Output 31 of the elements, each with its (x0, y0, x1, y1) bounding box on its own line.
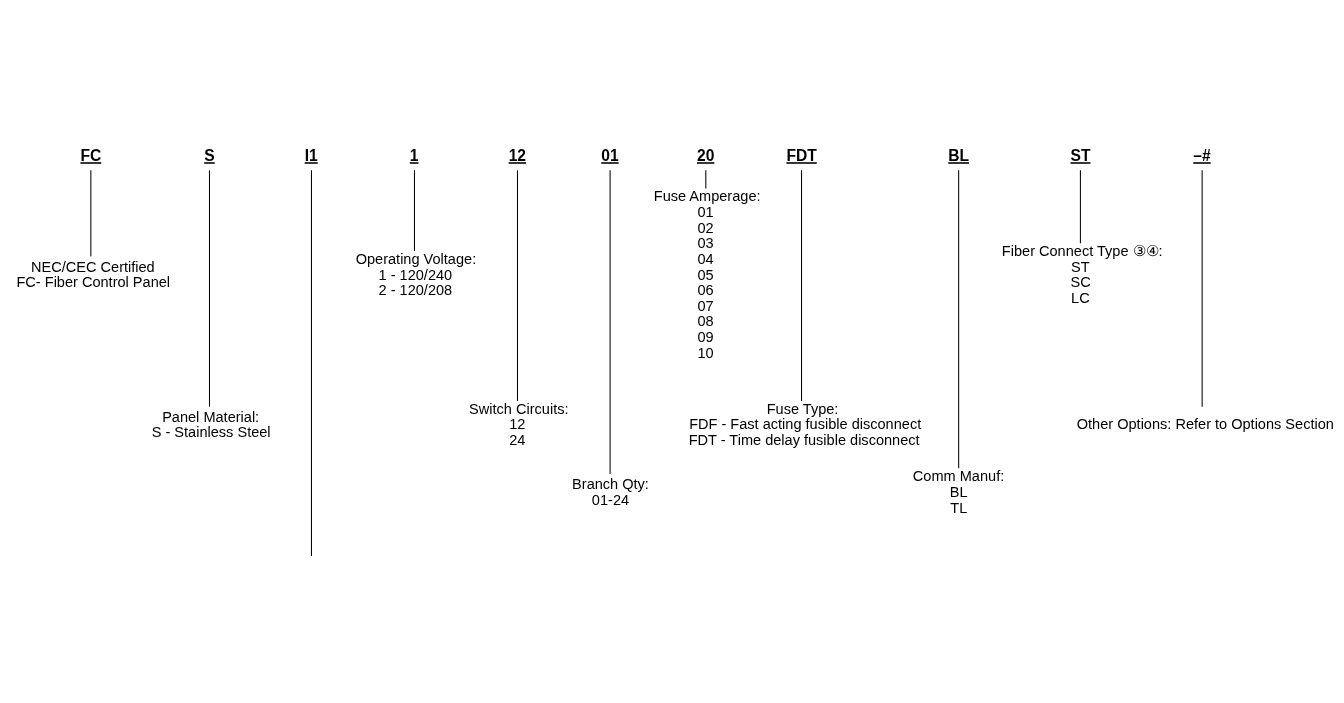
node-text: ST (1070, 146, 1091, 164)
node-text: Branch Qty: 01-24 (572, 475, 649, 508)
node-text: S (204, 146, 215, 164)
connector (1079, 169, 1081, 244)
node-text: FC (80, 146, 102, 164)
node-text: Fiber Connect Type ③④: ST SC LC (1001, 242, 1163, 306)
connector (90, 169, 92, 257)
node-text: NEC/CEC Certified FC- Fiber Control Panel (16, 258, 171, 290)
node-text: Fuse Type: FDF - Fast acting fusible disconnect FDT - Time delay fusible disconnect (688, 400, 922, 448)
node-text: 20 (696, 146, 715, 164)
node-text: BL (948, 146, 970, 164)
connector (1201, 169, 1203, 407)
connector (310, 169, 312, 556)
node-text: Operating Voltage: 1 - 120/240 2 - 120/208 (355, 250, 477, 298)
node-text: 12 (508, 146, 526, 164)
node-text: Switch Circuits: 12 24 (469, 400, 569, 448)
node-text: Fuse Amperage: 01 02 03 04 05 06 07 08 09 10 (653, 187, 761, 361)
node-text: FDT (786, 146, 817, 164)
connector (516, 169, 518, 401)
node-text: Panel Material: S - Stainless Steel (151, 408, 271, 440)
node-text: 1 (409, 146, 419, 164)
connector (705, 169, 707, 189)
node-text: I1 (304, 146, 318, 164)
connector (801, 169, 803, 401)
connector (208, 169, 210, 407)
node-text: –# (1193, 146, 1211, 164)
node-text: Comm Manuf: BL TL (912, 467, 1005, 516)
connector (958, 169, 960, 469)
connector (413, 169, 415, 251)
node-text: Other Options: Refer to Options Section (1076, 415, 1334, 432)
node-text: 01 (601, 146, 619, 164)
